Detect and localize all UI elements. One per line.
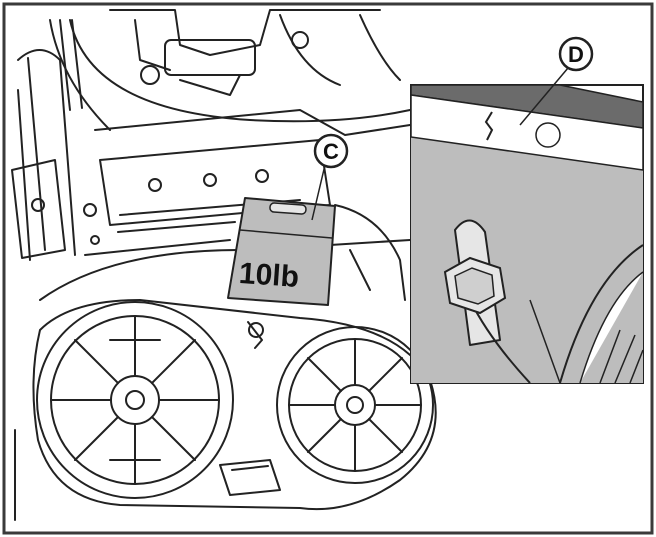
weight-label: 10lb <box>238 257 300 294</box>
callout-d-letter: D <box>568 42 584 67</box>
weight-box: 10lb <box>227 197 336 306</box>
callout-c-letter: C <box>323 139 339 164</box>
callout-c: C <box>313 133 349 169</box>
callout-c-leader <box>311 164 326 221</box>
detail-inset <box>410 84 644 384</box>
callout-d-leader <box>519 67 569 126</box>
callout-d: D <box>558 36 594 72</box>
machine-drawing <box>11 9 437 521</box>
